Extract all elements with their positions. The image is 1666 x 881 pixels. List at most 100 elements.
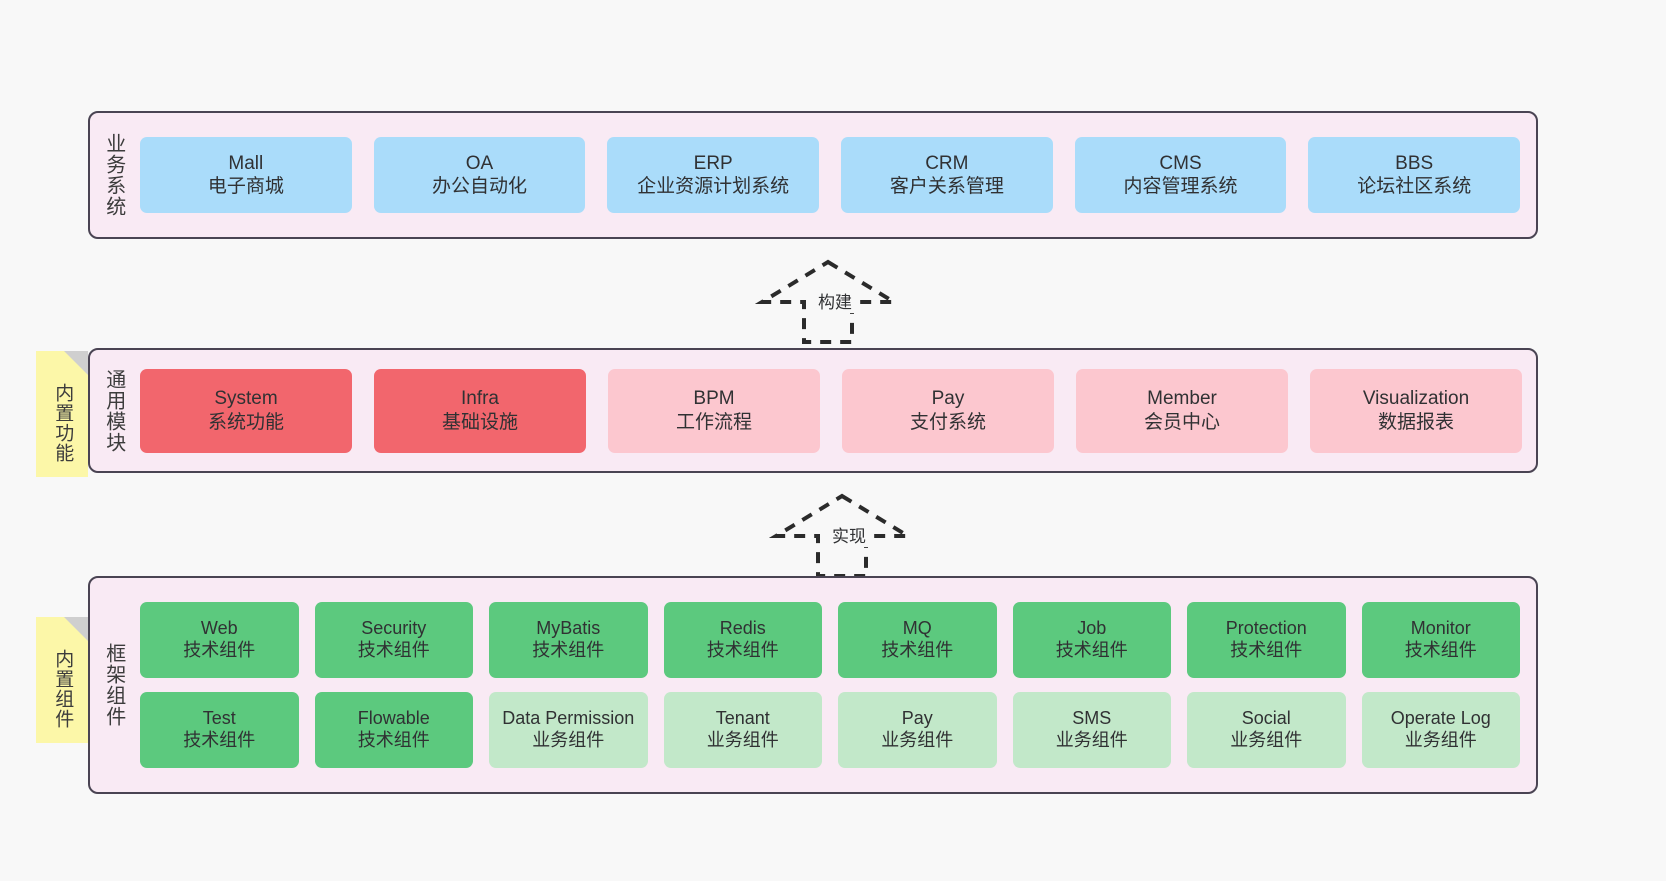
sticky-note-builtin-components: 内置组件 xyxy=(36,617,88,743)
box-subtitle: 技术组件 xyxy=(183,730,256,750)
box-title: Data Permission xyxy=(502,708,635,729)
box-title: Operate Log xyxy=(1390,708,1491,729)
box-title: SMS xyxy=(1072,708,1112,729)
box-system[interactable]: System 系统功能 xyxy=(140,368,352,453)
box-subtitle: 技术组件 xyxy=(357,640,430,660)
box-title: Redis xyxy=(719,618,766,639)
box-subtitle: 基础设施 xyxy=(441,411,518,433)
box-member[interactable]: Member 会员中心 xyxy=(1076,368,1288,453)
arrow-implement: 实现 xyxy=(768,492,916,578)
layer-body-business: Mall 电子商城 OA 办公自动化 ERP 企业资源计划系统 CRM 客户关系… xyxy=(136,113,1536,237)
box-subtitle: 业务组件 xyxy=(1404,730,1477,750)
box-mq[interactable]: MQ 技术组件 xyxy=(838,602,997,678)
box-title: Social xyxy=(1241,708,1291,729)
box-cms[interactable]: CMS 内容管理系统 xyxy=(1074,137,1287,213)
box-test[interactable]: Test 技术组件 xyxy=(140,692,299,768)
layer-business-systems: 业务系统 Mall 电子商城 OA 办公自动化 ERP 企业资源计划系统 CRM… xyxy=(88,111,1538,239)
box-infra[interactable]: Infra 基础设施 xyxy=(374,368,586,453)
box-operate-log[interactable]: Operate Log 业务组件 xyxy=(1361,692,1520,768)
page-fold-icon xyxy=(64,617,88,641)
box-flowable[interactable]: Flowable 技术组件 xyxy=(314,692,473,768)
box-title: MQ xyxy=(902,618,932,639)
box-title: Infra xyxy=(460,388,500,410)
box-subtitle: 电子商城 xyxy=(207,176,284,197)
box-pay-module[interactable]: Pay 支付系统 xyxy=(842,368,1054,453)
layer-title-business: 业务系统 xyxy=(102,133,125,217)
generalization-arrow-shape xyxy=(754,259,902,344)
box-title: Security xyxy=(361,618,427,639)
box-sms[interactable]: SMS 业务组件 xyxy=(1012,692,1171,768)
box-title: OA xyxy=(465,152,494,174)
box-title: CMS xyxy=(1159,152,1202,174)
box-title: Job xyxy=(1077,618,1107,639)
box-subtitle: 技术组件 xyxy=(183,640,256,660)
box-subtitle: 客户关系管理 xyxy=(889,176,1004,197)
box-subtitle: 技术组件 xyxy=(706,640,779,660)
layer-row: Web 技术组件 Security 技术组件 MyBatis 技术组件 Redi… xyxy=(140,602,1520,678)
box-protection[interactable]: Protection 技术组件 xyxy=(1187,602,1346,678)
box-subtitle: 内容管理系统 xyxy=(1123,176,1238,197)
box-bbs[interactable]: BBS 论坛社区系统 xyxy=(1308,137,1521,213)
box-visualization[interactable]: Visualization 数据报表 xyxy=(1310,368,1522,453)
box-title: Pay xyxy=(901,708,933,729)
layer-title-modules: 通用模块 xyxy=(102,368,125,453)
box-job[interactable]: Job 技术组件 xyxy=(1012,602,1171,678)
box-title: MyBatis xyxy=(536,618,601,639)
box-subtitle: 数据报表 xyxy=(1377,411,1454,433)
box-erp[interactable]: ERP 企业资源计划系统 xyxy=(607,137,820,213)
box-subtitle: 系统功能 xyxy=(207,411,284,433)
box-subtitle: 企业资源计划系统 xyxy=(637,176,790,197)
box-title: Visualization xyxy=(1362,388,1470,410)
box-subtitle: 业务组件 xyxy=(532,730,605,750)
sticky-note-label: 内置功能 xyxy=(52,383,74,463)
box-title: ERP xyxy=(693,152,733,174)
box-title: Protection xyxy=(1225,618,1307,639)
box-pay-component[interactable]: Pay 业务组件 xyxy=(838,692,997,768)
box-bpm[interactable]: BPM 工作流程 xyxy=(608,368,820,453)
layer-body-framework: Web 技术组件 Security 技术组件 MyBatis 技术组件 Redi… xyxy=(136,578,1536,792)
box-subtitle: 支付系统 xyxy=(909,411,986,433)
box-mybatis[interactable]: MyBatis 技术组件 xyxy=(489,602,648,678)
box-tenant[interactable]: Tenant 业务组件 xyxy=(663,692,822,768)
box-subtitle: 技术组件 xyxy=(1404,640,1477,660)
box-web[interactable]: Web 技术组件 xyxy=(140,602,299,678)
box-subtitle: 业务组件 xyxy=(1055,730,1128,750)
box-subtitle: 业务组件 xyxy=(881,730,954,750)
layer-common-modules: 通用模块 System 系统功能 Infra 基础设施 BPM 工作流程 Pay… xyxy=(88,348,1538,473)
box-oa[interactable]: OA 办公自动化 xyxy=(373,137,586,213)
box-title: Monitor xyxy=(1410,618,1471,639)
box-title: Mall xyxy=(228,152,264,174)
box-subtitle: 技术组件 xyxy=(532,640,605,660)
sticky-note-builtin-functions: 内置功能 xyxy=(36,351,88,477)
box-title: BBS xyxy=(1395,152,1434,174)
box-title: System xyxy=(214,388,278,410)
layer-row: Mall 电子商城 OA 办公自动化 ERP 企业资源计划系统 CRM 客户关系… xyxy=(140,137,1521,213)
box-mall[interactable]: Mall 电子商城 xyxy=(140,137,352,213)
box-subtitle: 会员中心 xyxy=(1143,411,1220,433)
box-monitor[interactable]: Monitor 技术组件 xyxy=(1361,602,1520,678)
box-security[interactable]: Security 技术组件 xyxy=(314,602,473,678)
box-social[interactable]: Social 业务组件 xyxy=(1187,692,1346,768)
box-crm[interactable]: CRM 客户关系管理 xyxy=(841,137,1053,213)
box-title: CRM xyxy=(925,152,969,174)
arrow-label-build: 构建 xyxy=(816,288,854,313)
box-title: Web xyxy=(200,618,238,639)
box-subtitle: 业务组件 xyxy=(1230,730,1303,750)
layer-title-framework: 框架组件 xyxy=(102,643,125,727)
box-title: Test xyxy=(202,708,236,729)
arrow-build: 构建 xyxy=(754,258,902,344)
box-subtitle: 工作流程 xyxy=(675,411,752,433)
box-title: Member xyxy=(1147,388,1217,410)
box-redis[interactable]: Redis 技术组件 xyxy=(663,602,822,678)
box-subtitle: 技术组件 xyxy=(881,640,954,660)
layer-framework-components: 框架组件 Web 技术组件 Security 技术组件 MyBatis 技术组件… xyxy=(88,576,1538,794)
box-subtitle: 论坛社区系统 xyxy=(1357,176,1472,197)
box-data-permission[interactable]: Data Permission 业务组件 xyxy=(489,692,648,768)
page-fold-icon xyxy=(64,351,88,375)
box-subtitle: 技术组件 xyxy=(1230,640,1303,660)
box-title: Tenant xyxy=(715,708,770,729)
box-title: Flowable xyxy=(357,708,430,729)
layer-body-modules: System 系统功能 Infra 基础设施 BPM 工作流程 Pay 支付系统… xyxy=(136,350,1536,471)
box-subtitle: 办公自动化 xyxy=(432,176,528,197)
